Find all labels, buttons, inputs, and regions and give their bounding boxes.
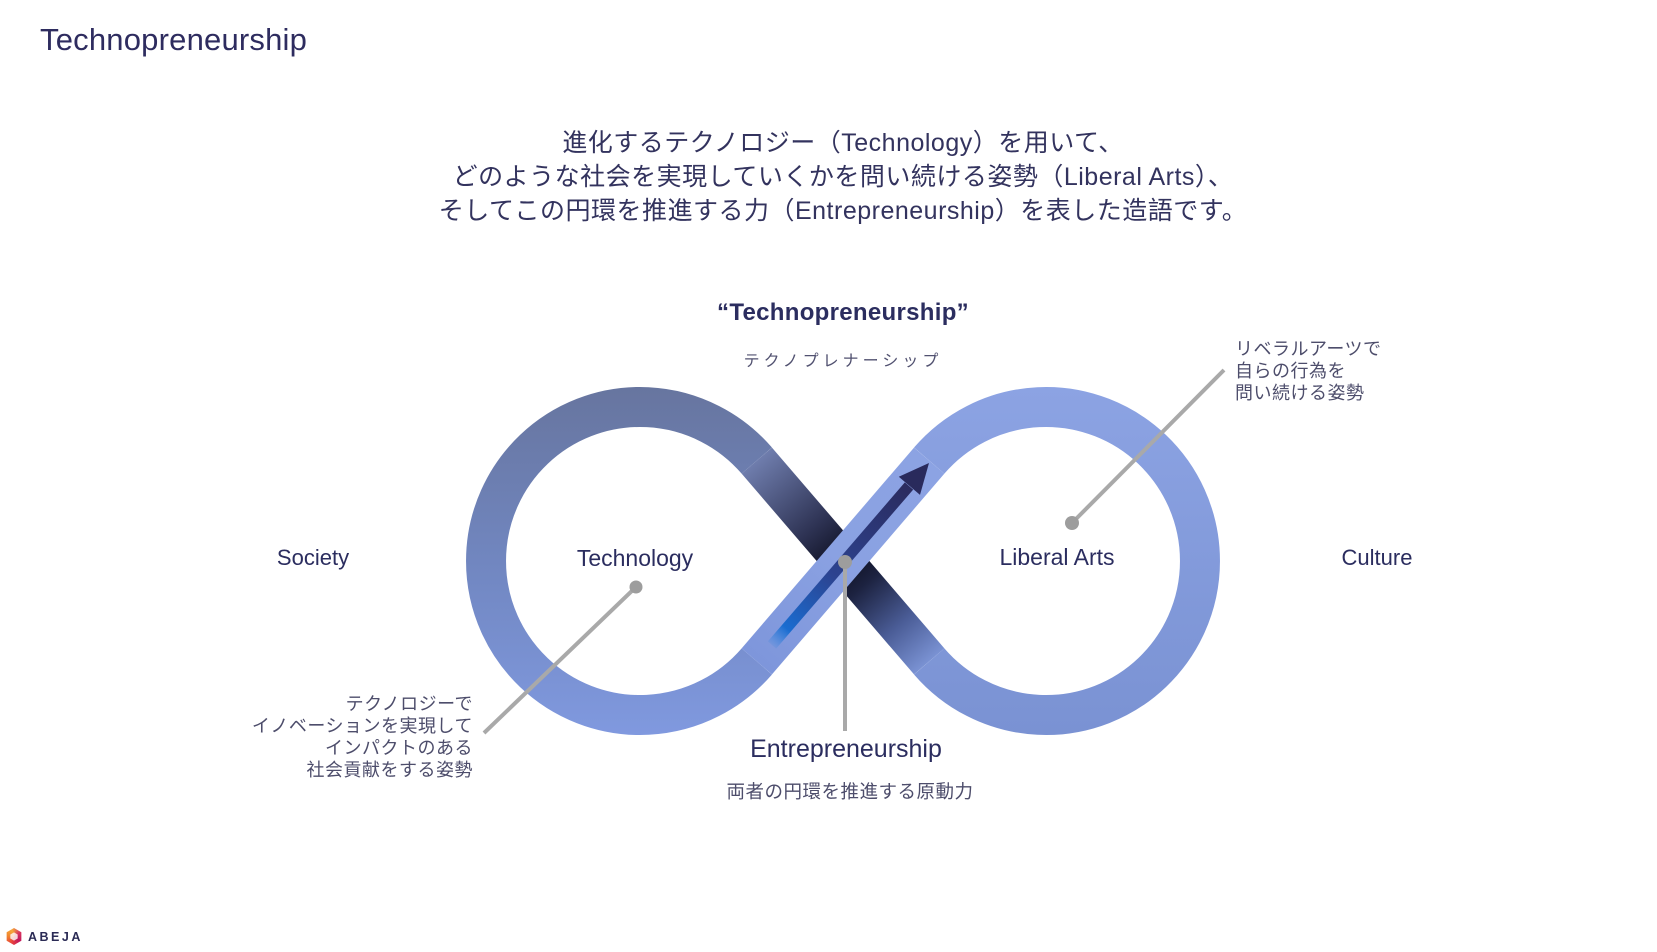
abeja-logo-text: ABEJA	[28, 929, 83, 944]
intro-paragraph: 進化するテクノロジー（Technology）を用いて、 どのような社会を実現して…	[439, 126, 1248, 228]
technology-connector-dot	[629, 580, 643, 594]
callout-line: 自らの行為を	[1235, 361, 1346, 381]
liberal-arts-connector-dot	[1065, 516, 1079, 530]
intro-line: どのような社会を実現していくかを問い続ける姿勢（Liberal Arts）、	[452, 163, 1234, 191]
abeja-logo: ABEJA	[6, 928, 83, 945]
callout-line: イノベーションを実現して	[251, 716, 473, 736]
intro-line: そしてこの円環を推進する力（Entrepreneurship）を表した造語です。	[438, 197, 1248, 225]
infinity-right-loop	[914, 387, 1220, 735]
label-culture: Culture	[1341, 545, 1413, 570]
abeja-gem-icon	[6, 928, 22, 945]
callout-line: インパクトのある	[325, 738, 473, 758]
label-liberal-arts: Liberal Arts	[999, 544, 1115, 570]
technology-callout: テクノロジーで イノベーションを実現して インパクトのある 社会貢献をする姿勢	[252, 693, 473, 781]
liberal-arts-connector-line	[1070, 368, 1226, 525]
label-entrepreneurship: Entrepreneurship	[750, 735, 942, 763]
callout-line: テクノロジーで	[345, 694, 473, 714]
page-title: Technopreneurship	[40, 22, 308, 57]
momentum-arrow-head	[898, 463, 929, 495]
callout-line: 社会貢献をする姿勢	[306, 760, 473, 780]
infinity-left-loop	[466, 387, 772, 735]
entrepreneurship-connector-dot	[838, 555, 852, 569]
callout-line: 問い続ける姿勢	[1235, 383, 1365, 403]
label-entrepreneurship-sub: 両者の円環を推進する原動力	[726, 781, 974, 802]
liberal-arts-callout: リベラルアーツで 自らの行為を 問い続ける姿勢	[1235, 338, 1382, 404]
diagram-heading: “Technopreneurship”	[717, 299, 969, 326]
intro-line: 進化するテクノロジー（Technology）を用いて、	[562, 129, 1124, 157]
callout-line: リベラルアーツで	[1235, 339, 1382, 359]
label-society: Society	[276, 545, 350, 570]
label-technology: Technology	[576, 545, 694, 571]
diagram-heading-kana: テクノプレナーシップ	[743, 353, 943, 370]
technology-connector-line	[482, 585, 638, 735]
